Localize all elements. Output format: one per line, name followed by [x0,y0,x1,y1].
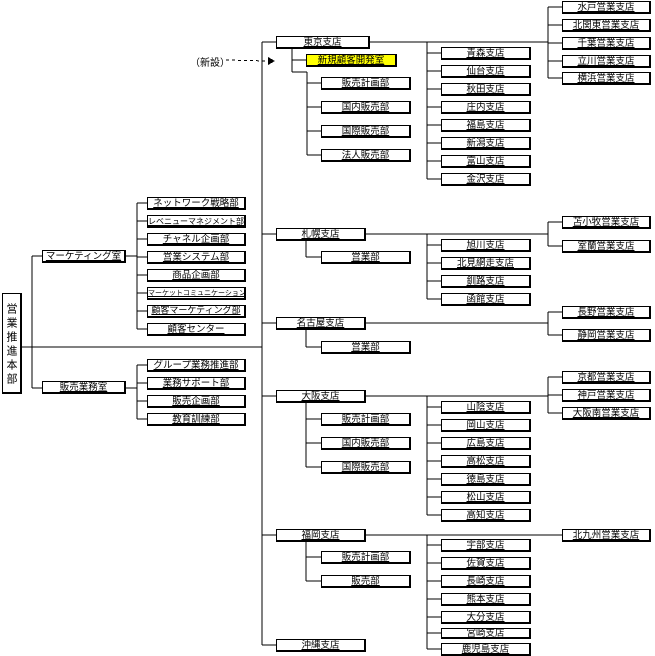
marketing-dept-box: ネットワーク戦略部 [147,197,246,210]
sub-branch-box: 高松支店 [441,455,531,468]
sales-branch-box: 千葉営業支店 [562,37,651,50]
sales-branch-box: 室蘭営業支店 [562,240,651,253]
sales-branch-box: 京都営業支店 [562,371,651,384]
new-dept-box: 新規顧客開発室 [306,54,397,67]
sales-branch-box: 北九州営業支店 [562,529,651,542]
sub-branch-box: 佐賀支店 [441,557,531,570]
sales-branch-box: 北関東営業支店 [562,19,651,32]
branch-osaka-box: 大阪支店 [276,390,366,403]
sub-branch-box: 宮崎支店 [441,628,531,639]
sub-branch-box: 北見網走支店 [441,257,531,270]
dept-box: 販売計画部 [321,413,411,426]
sales-branch-box: 静岡営業支店 [562,329,651,342]
sales-dept-box: 業務サポート部 [147,377,246,390]
sub-branch-box: 高知支店 [441,509,531,522]
sub-branch-box: 岡山支店 [441,419,531,432]
sub-branch-box: 仙台支店 [441,65,531,78]
head-box: 営業推進本部長 [2,293,22,394]
sales-dept-box: グループ業務推進部 [147,359,246,372]
sales-office-box: 販売業務室 [42,381,126,394]
sub-branch-box: 大分支店 [441,611,531,624]
sales-branch-box: 神戸営業支店 [562,389,651,402]
sales-branch-box: 長野営業支店 [562,306,651,319]
sub-branch-box: 富山支店 [441,155,531,168]
dept-box: 販売部 [321,575,411,588]
sub-branch-box: 金沢支店 [441,173,531,186]
dept-box: 法人販売部 [321,149,411,162]
marketing-dept-box: 商品企画部 [147,269,246,282]
sales-dept-box: 販売企画部 [147,395,246,408]
sub-branch-box: 熊本支店 [441,593,531,606]
sales-branch-box: 横浜営業支店 [562,72,651,85]
dept-box: 販売計画部 [321,551,411,564]
marketing-dept-box: レベニューマネジメント部 [147,215,246,228]
dept-box: 国際販売部 [321,125,411,138]
sub-branch-box: 庄内支店 [441,101,531,114]
sub-branch-box: 徳島支店 [441,473,531,486]
sub-branch-box: 福島支店 [441,119,531,132]
sub-branch-box: 釧路支店 [441,275,531,288]
branch-sapporo-box: 札幌支店 [276,228,366,241]
dept-box: 営業部 [321,341,411,354]
sub-branch-box: 長崎支店 [441,575,531,588]
sub-branch-box: 旭川支店 [441,239,531,252]
branch-fukuoka-box: 福岡支店 [276,529,366,542]
dept-box: 営業部 [321,251,411,264]
marketing-dept-box: 顧客マーケティング部 [147,305,246,318]
marketing-dept-box: チャネル企画部 [147,233,246,246]
sub-branch-box: 山陰支店 [441,401,531,414]
sub-branch-box: 鹿児島支店 [441,643,531,656]
sales-branch-box: 苫小牧営業支店 [562,216,651,229]
sales-branch-box: 水戸営業支店 [562,1,651,14]
sub-branch-box: 広島支店 [441,437,531,450]
dept-box: 国内販売部 [321,101,411,114]
branch-tokyo-box: 東京支店 [276,36,370,49]
sub-branch-box: 秋田支店 [441,83,531,96]
branch-nagoya-box: 名古屋支店 [276,317,366,330]
marketing-dept-box: マーケットコミュニケーション部 [147,287,246,300]
dept-box: 国内販売部 [321,437,411,450]
marketing-office-box: マーケティング室 [42,250,126,263]
sales-branch-box: 大阪南営業支店 [562,407,651,420]
sales-dept-box: 教育訓練部 [147,413,246,426]
sub-branch-box: 新潟支店 [441,137,531,150]
dept-box: 国際販売部 [321,461,411,474]
marketing-dept-box: 営業システム部 [147,251,246,264]
sub-branch-box: 宇部支店 [441,539,531,552]
sub-branch-box: 函館支店 [441,293,531,306]
new-note-label: （新設） [190,58,230,69]
marketing-dept-box: 顧客センター [147,323,246,336]
dept-box: 販売計画部 [321,77,411,90]
sub-branch-box: 青森支店 [441,47,531,60]
sales-branch-box: 立川営業支店 [562,55,651,68]
branch-okinawa-box: 沖縄支店 [276,639,366,652]
sub-branch-box: 松山支店 [441,491,531,504]
